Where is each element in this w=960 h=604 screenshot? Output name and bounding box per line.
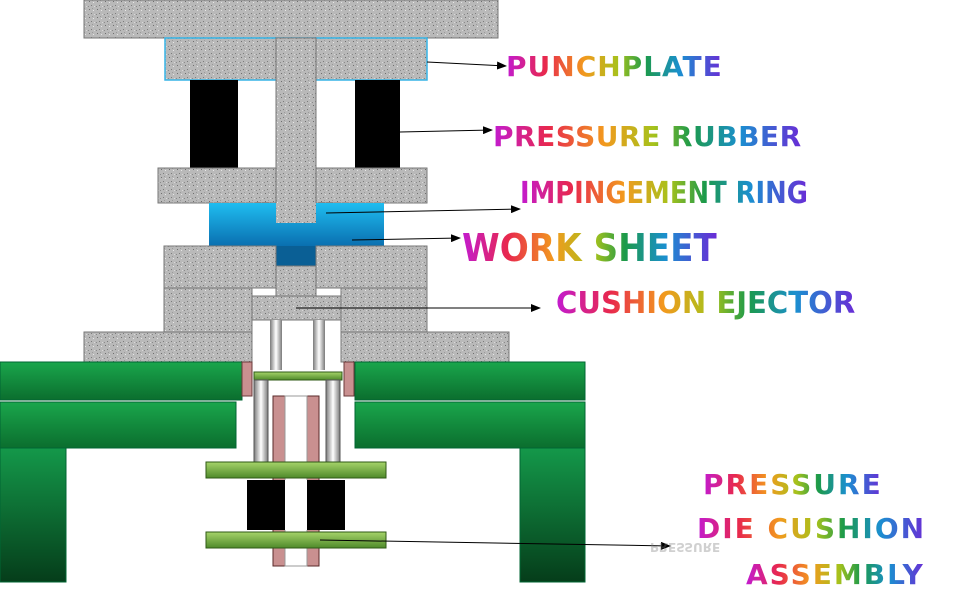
die-plate-left-upper bbox=[163, 245, 277, 289]
label-assembly: ASSEMBLY bbox=[746, 558, 925, 591]
label-cushion-ejector: CUSHION EJECTOR bbox=[556, 286, 856, 321]
cushion-rod-center-lower bbox=[285, 480, 307, 530]
cushion-pin-right bbox=[325, 379, 341, 463]
bolster-leg-left bbox=[0, 447, 67, 583]
bolster-top-left bbox=[0, 361, 243, 401]
die-plate-right-upper bbox=[315, 245, 428, 289]
ejector-pin-2 bbox=[313, 320, 325, 370]
die-plate-right-mid bbox=[340, 287, 428, 333]
leader-punchplate bbox=[426, 61, 507, 70]
label-work-sheet: WORK SHEET bbox=[462, 226, 717, 270]
label-die-cushion: DIE CUSHION bbox=[697, 512, 927, 545]
transfer-plate-upper bbox=[253, 371, 343, 381]
pressure-rubber-right bbox=[355, 80, 400, 168]
pressure-rubber-left bbox=[190, 80, 238, 168]
die-plate-left-mid bbox=[163, 287, 253, 333]
label-impingement-ring: IMPINGEMENT RING bbox=[520, 176, 808, 211]
cushion-ejector bbox=[275, 265, 317, 297]
bolster-leg-right bbox=[519, 447, 586, 583]
leader-work-sheet bbox=[351, 234, 461, 243]
stripper-plate-left bbox=[157, 167, 277, 204]
work-sheet-blank bbox=[276, 246, 316, 266]
ejector-pin-1 bbox=[270, 320, 282, 370]
bushing-left bbox=[241, 361, 253, 397]
die-shoe-left bbox=[83, 331, 253, 363]
label-pressure-rubber: PRESSURE RUBBER bbox=[493, 120, 802, 153]
bushing-right bbox=[343, 361, 355, 397]
bolster-mid-right bbox=[354, 401, 586, 449]
bolster-mid-left bbox=[0, 401, 237, 449]
cushion-plate-upper bbox=[205, 461, 387, 479]
label-pressure: PRESSURE bbox=[703, 468, 883, 501]
top-head-plate bbox=[83, 0, 499, 39]
label-punchplate: PUNCHPLATE bbox=[506, 50, 723, 83]
bolster-top-right bbox=[354, 361, 586, 401]
leader-pressure-rubber bbox=[399, 126, 493, 135]
leader-die-cushion bbox=[319, 539, 671, 550]
leader-impingement-ring bbox=[325, 205, 521, 214]
die-shoe-right bbox=[340, 331, 510, 363]
punch-tip bbox=[276, 203, 316, 223]
cushion-pin-left bbox=[253, 379, 269, 463]
stripper-plate-right bbox=[314, 167, 428, 204]
punch-stem bbox=[275, 37, 317, 225]
cushion-plate-lower bbox=[205, 531, 387, 549]
